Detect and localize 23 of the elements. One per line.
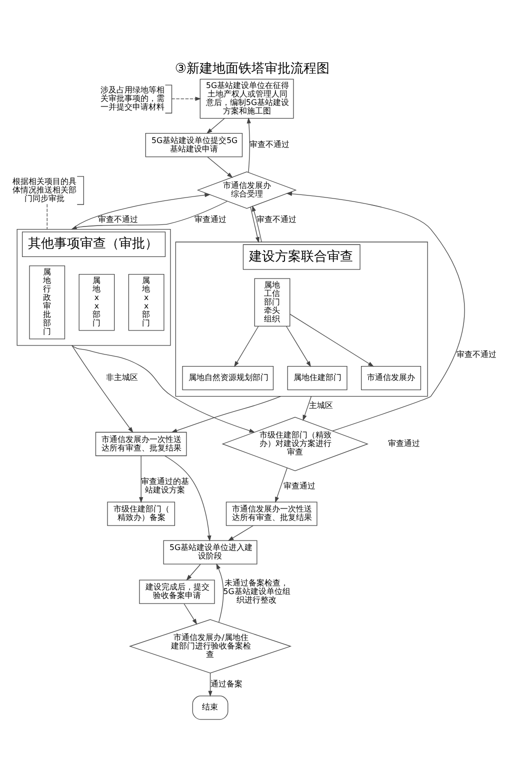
arrow bbox=[207, 156, 233, 178]
arrow bbox=[72, 344, 134, 432]
arrow bbox=[290, 313, 374, 366]
arrow bbox=[171, 396, 282, 432]
arrow bbox=[286, 326, 312, 367]
arrow bbox=[228, 524, 254, 541]
arrow bbox=[139, 455, 144, 503]
connector bbox=[46, 203, 48, 230]
arrow bbox=[250, 206, 260, 242]
arrow bbox=[208, 672, 212, 696]
arrow bbox=[252, 204, 262, 242]
arrow bbox=[164, 455, 212, 541]
arrow bbox=[72, 344, 256, 432]
arrow bbox=[234, 326, 259, 367]
arrow bbox=[246, 116, 251, 172]
arrow bbox=[206, 118, 225, 134]
arrow bbox=[216, 562, 224, 622]
arrow bbox=[302, 396, 312, 420]
arrow bbox=[184, 602, 198, 624]
diagram-title: ③新建地面铁塔审批流程图 bbox=[174, 61, 330, 76]
arrow bbox=[275, 467, 288, 502]
arrow bbox=[171, 96, 202, 100]
arrow bbox=[186, 563, 201, 580]
